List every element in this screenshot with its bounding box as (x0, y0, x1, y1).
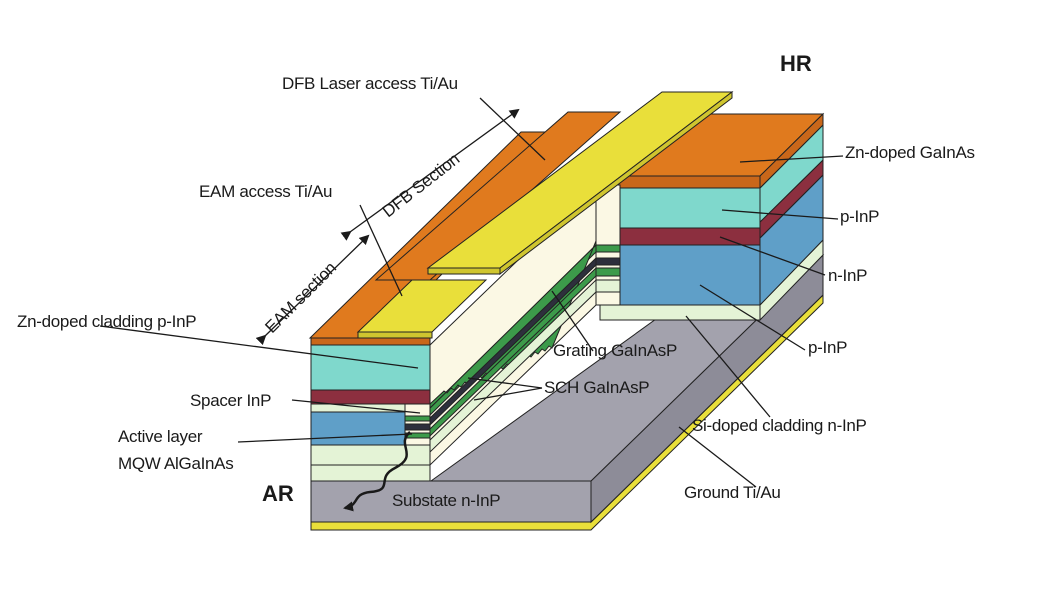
light-output-arrow (343, 431, 411, 512)
eam-contact (356, 279, 488, 339)
ar-label: AR (262, 481, 294, 506)
spacer-label: Spacer InP (190, 391, 271, 410)
section-arrows (255, 108, 520, 346)
inner-channel (429, 183, 621, 467)
hr-label: HR (780, 51, 812, 76)
n-inp-label: n-InP (828, 266, 867, 285)
leader-lines (99, 97, 844, 488)
active-layer-label: Active layer (118, 427, 203, 446)
grating-label: Grating GaInAsP (553, 341, 677, 360)
mqw-label: MQW AlGaInAs (118, 454, 233, 473)
p-inp-top-label: p-InP (840, 207, 879, 226)
eam-access-label: EAM access Ti/Au (199, 182, 332, 201)
zn-doped-cladding-label: Zn-doped cladding p-InP (17, 312, 196, 331)
p-inp-bottom-label: p-InP (808, 338, 847, 357)
sch-label: SCH GaInAsP (544, 378, 649, 397)
zn-doped-gainas-label: Zn-doped GaInAs (845, 143, 975, 162)
front-cross-section (310, 344, 431, 482)
dfb-laser-access-label: DFB Laser access Ti/Au (282, 74, 458, 93)
ground-label: Ground Ti/Au (684, 483, 781, 502)
si-doped-cladding-label: Si-doped cladding n-InP (692, 416, 867, 435)
substrate-label: Substate n-InP (392, 491, 500, 510)
